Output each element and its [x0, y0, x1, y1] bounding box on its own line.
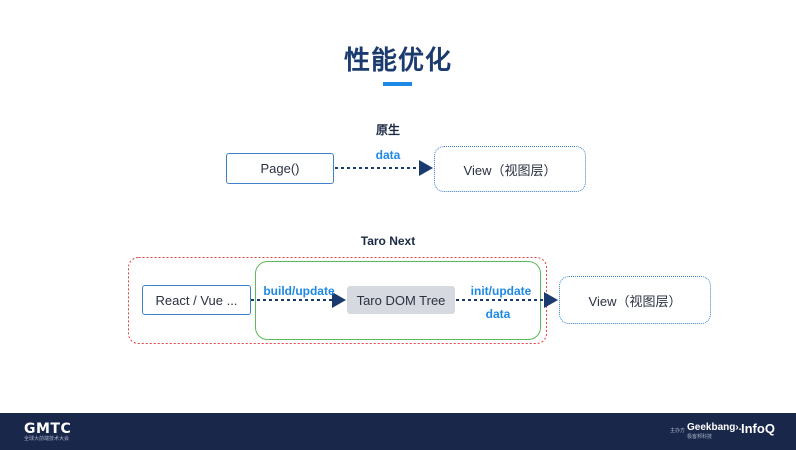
build-update-edge-label: build/update — [263, 284, 335, 298]
native-view-box: View（视图层） — [434, 146, 586, 192]
gmtc-logo: GMTC — [24, 421, 72, 437]
footer-bar — [0, 413, 796, 450]
organizer-label: 主办方 — [670, 428, 686, 434]
taro-section-label: Taro Next — [360, 234, 416, 248]
taro-dom-tree-box-label: Taro DOM Tree — [356, 292, 446, 308]
taro-dom-tree-box: Taro DOM Tree — [347, 286, 455, 314]
taro-outer-group-outline — [128, 257, 547, 344]
react-vue-box-label: React / Vue ... — [155, 292, 238, 308]
infoq-logo: InfoQ — [741, 421, 775, 436]
geekbang-logo: Geekbang›. — [687, 422, 742, 433]
page-title: 性能优化 — [343, 46, 452, 76]
taro-view-box-label: View（视图层） — [588, 293, 682, 309]
title-underline — [383, 82, 412, 86]
init-update-edge-label: init/update — [470, 284, 532, 298]
taro-data-edge-label: data — [485, 307, 511, 321]
react-vue-box: React / Vue ... — [142, 285, 251, 315]
page-box-label: Page() — [260, 161, 300, 176]
taro-view-box: View（视图层） — [559, 276, 711, 324]
page-box: Page() — [226, 153, 334, 184]
native-view-box-label: View（视图层） — [463, 162, 557, 178]
native-section-label: 原生 — [375, 123, 400, 137]
gmtc-logo-subtitle: 全球大前端技术大会 — [24, 436, 70, 442]
geekbang-logo-subtitle: 极客邦科技 — [687, 434, 713, 440]
native-data-edge-label: data — [375, 148, 401, 162]
